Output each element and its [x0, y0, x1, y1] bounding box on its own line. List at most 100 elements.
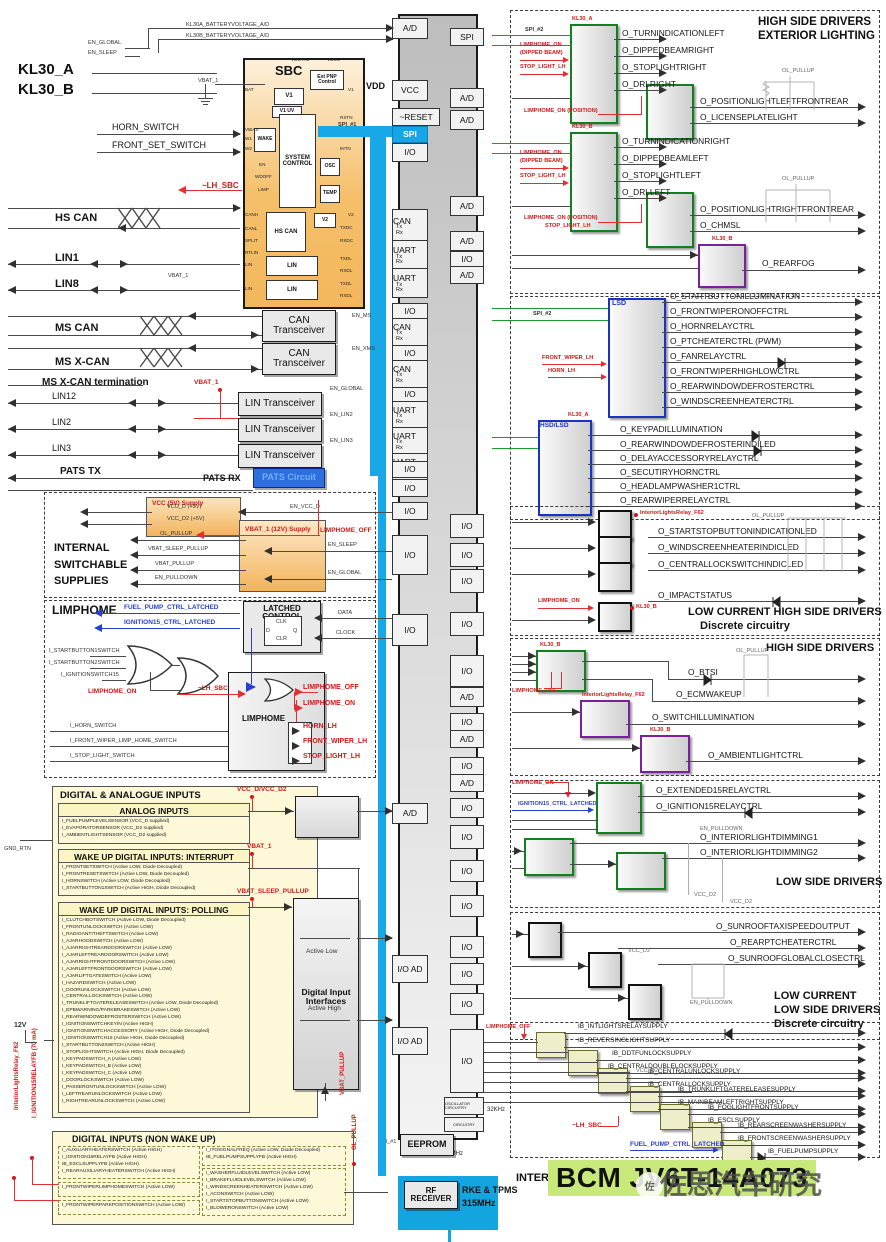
- lchsd-discrete-0[interactable]: [598, 510, 632, 540]
- mcu-pin-left-8[interactable]: I/O: [392, 303, 428, 319]
- hsd-lsd-chip[interactable]: [538, 420, 592, 516]
- mcu-pin-left-17[interactable]: I/O: [392, 479, 428, 497]
- relay-driver-5[interactable]: [692, 1122, 722, 1148]
- mcu-pin-left-ioad0[interactable]: I/O AD: [392, 955, 428, 983]
- mcu-pin-right-4[interactable]: A/D: [450, 231, 484, 251]
- mcu-pin-right-21[interactable]: I/O: [450, 936, 484, 958]
- gnd-bar-2: [201, 101, 210, 102]
- mcu-pin-right-18[interactable]: I/O: [450, 825, 484, 849]
- mcu-pin-right-22[interactable]: I/O: [450, 963, 484, 985]
- wire-ignition15-lsd2: [512, 810, 590, 811]
- lsd-chip[interactable]: [608, 298, 666, 418]
- mcu-pin-left-20[interactable]: I/O: [392, 614, 428, 646]
- low-current-lsd-group: [510, 912, 880, 1040]
- mcu-pin-right-17[interactable]: I/O: [450, 798, 484, 818]
- wire-analog-mcu: [357, 811, 392, 812]
- rf-receiver-block[interactable]: RF RECEIVER: [404, 1181, 458, 1209]
- mcu-pin-left-2[interactable]: ~RESET: [392, 108, 440, 126]
- mcu-pin-right-2[interactable]: A/D: [450, 110, 484, 130]
- eeprom-block[interactable]: EEPROM: [400, 1134, 454, 1156]
- mcu-pin-right-14[interactable]: A/D: [450, 730, 484, 748]
- mcu-pin-right-9[interactable]: I/O: [450, 569, 484, 593]
- wire-msxcan-h: [8, 348, 262, 349]
- mcu-pin-right-20[interactable]: I/O: [450, 895, 484, 917]
- mcu-pin-right-19[interactable]: I/O: [450, 860, 484, 882]
- mcu-pin-right-8[interactable]: I/O: [450, 543, 484, 567]
- mcu-pin-left-18[interactable]: I/O: [392, 502, 428, 520]
- wire-batt-a: [148, 28, 393, 29]
- mcu-pin-right-7[interactable]: I/O: [450, 514, 484, 538]
- lsd2-chip-1[interactable]: [524, 838, 574, 876]
- hsd-chip-kl30a-sub[interactable]: [646, 84, 694, 140]
- mcu-pin-left-16[interactable]: I/O: [392, 461, 428, 478]
- front-set-switch-label: FRONT_SET_SWITCH: [112, 140, 207, 150]
- mcu-pin-right-15[interactable]: I/O: [450, 757, 484, 775]
- mcu-pin-left-1[interactable]: VCC: [392, 80, 428, 101]
- mcu-pin-right-spi[interactable]: SPI: [450, 28, 484, 46]
- mcu-pin-right-1[interactable]: A/D: [450, 88, 484, 108]
- lin-transceiver-0[interactable]: LIN Transceiver: [238, 392, 322, 416]
- mcu-pin-left-10[interactable]: I/O: [392, 345, 428, 361]
- mcu-pin-right-23[interactable]: I/O: [450, 993, 484, 1015]
- mcu-pin-right-5[interactable]: I/O: [450, 251, 484, 267]
- mcu-pin-right-13[interactable]: I/O: [450, 713, 484, 731]
- wire-spi2-hsdlsd-0: [492, 437, 538, 438]
- arrow-lin3-r: [158, 451, 166, 459]
- mcu-pin-left-ad[interactable]: A/D: [392, 803, 428, 824]
- arrow-lchsd-in-0: [588, 518, 596, 526]
- can-transceiver-1[interactable]: CAN Transceiver: [262, 343, 336, 375]
- relay-driver-0[interactable]: [536, 1032, 566, 1058]
- mcu-pin-left-0[interactable]: A/D: [392, 18, 428, 39]
- out-stoplightleft: O_STOPLIGHTLEFT: [622, 170, 701, 180]
- lsd2-chip-2[interactable]: [616, 852, 666, 890]
- hsd-chip-kl30b[interactable]: [570, 132, 618, 232]
- out-frontwiperonoffctrl: O_FRONTWIPERONOFFCTRL: [670, 306, 789, 316]
- relay-driver-1[interactable]: [568, 1050, 598, 1076]
- lclsd-discrete-2[interactable]: [628, 984, 662, 1020]
- wire-stoplight-b: [520, 183, 566, 184]
- hsd2-chip-interior[interactable]: [580, 700, 630, 738]
- can-transceiver-0[interactable]: CAN Transceiver: [262, 310, 336, 342]
- mcu-pin-left-spi[interactable]: SPI: [392, 126, 428, 143]
- lclsd-discrete-1[interactable]: [588, 952, 622, 988]
- mcu-pin-right-24[interactable]: I/O: [450, 1029, 484, 1093]
- mcu-pin-right-6[interactable]: A/D: [450, 266, 484, 284]
- lchsd-discrete-3[interactable]: [598, 602, 632, 632]
- arrow-ignition15-latched: [94, 624, 102, 632]
- mcu-pin-left-4[interactable]: I/O: [392, 143, 428, 162]
- lsd2-chip-0[interactable]: [596, 782, 642, 834]
- lchsd-discrete-2[interactable]: [598, 562, 632, 592]
- mcu-pin-right-11[interactable]: I/O: [450, 655, 484, 687]
- mcu-pin-right-12[interactable]: A/D: [450, 687, 484, 707]
- lclsd-discrete-0[interactable]: [528, 922, 562, 958]
- lin-transceiver-1[interactable]: LIN Transceiver: [238, 418, 322, 442]
- mcu-pin-right-10[interactable]: I/O: [450, 612, 484, 636]
- hsd-chip-rearfog[interactable]: [698, 244, 746, 288]
- relay-driver-4[interactable]: [660, 1104, 690, 1130]
- mcu-pin-left-12[interactable]: I/O: [392, 387, 428, 402]
- low-current-hsd-title-0: LOW CURRENT HIGH SIDE DRIVERS: [688, 606, 882, 618]
- mcu-pin-right-3[interactable]: A/D: [450, 196, 484, 216]
- lin-transceiver-2[interactable]: LIN Transceiver: [238, 444, 322, 468]
- en-lin2-label: EN_LIN2: [330, 412, 353, 418]
- relay-driver-3[interactable]: [630, 1086, 660, 1112]
- mcu-pin-left-ioad1[interactable]: I/O AD: [392, 1027, 428, 1055]
- hsd-chip-kl30b-sub[interactable]: [646, 192, 694, 248]
- wire-relay-out-5: [626, 1091, 862, 1092]
- mcu-pin-right-16[interactable]: A/D: [450, 774, 484, 792]
- twelve-volt-label: 12V: [14, 1022, 27, 1029]
- hsd2-chip-ambient[interactable]: [640, 735, 690, 773]
- sbc-pin-rxdl1: RXDL: [340, 293, 353, 298]
- wire-vcc-d2-lsd2-v0: [688, 843, 689, 895]
- mcu-pin-left-19[interactable]: I/O: [392, 535, 428, 575]
- pats-circuit-block[interactable]: PATS Circuit: [253, 468, 325, 488]
- hsd-chip-kl30a[interactable]: [570, 24, 618, 124]
- watermark-text: 佐思汽车研究: [660, 1170, 822, 1200]
